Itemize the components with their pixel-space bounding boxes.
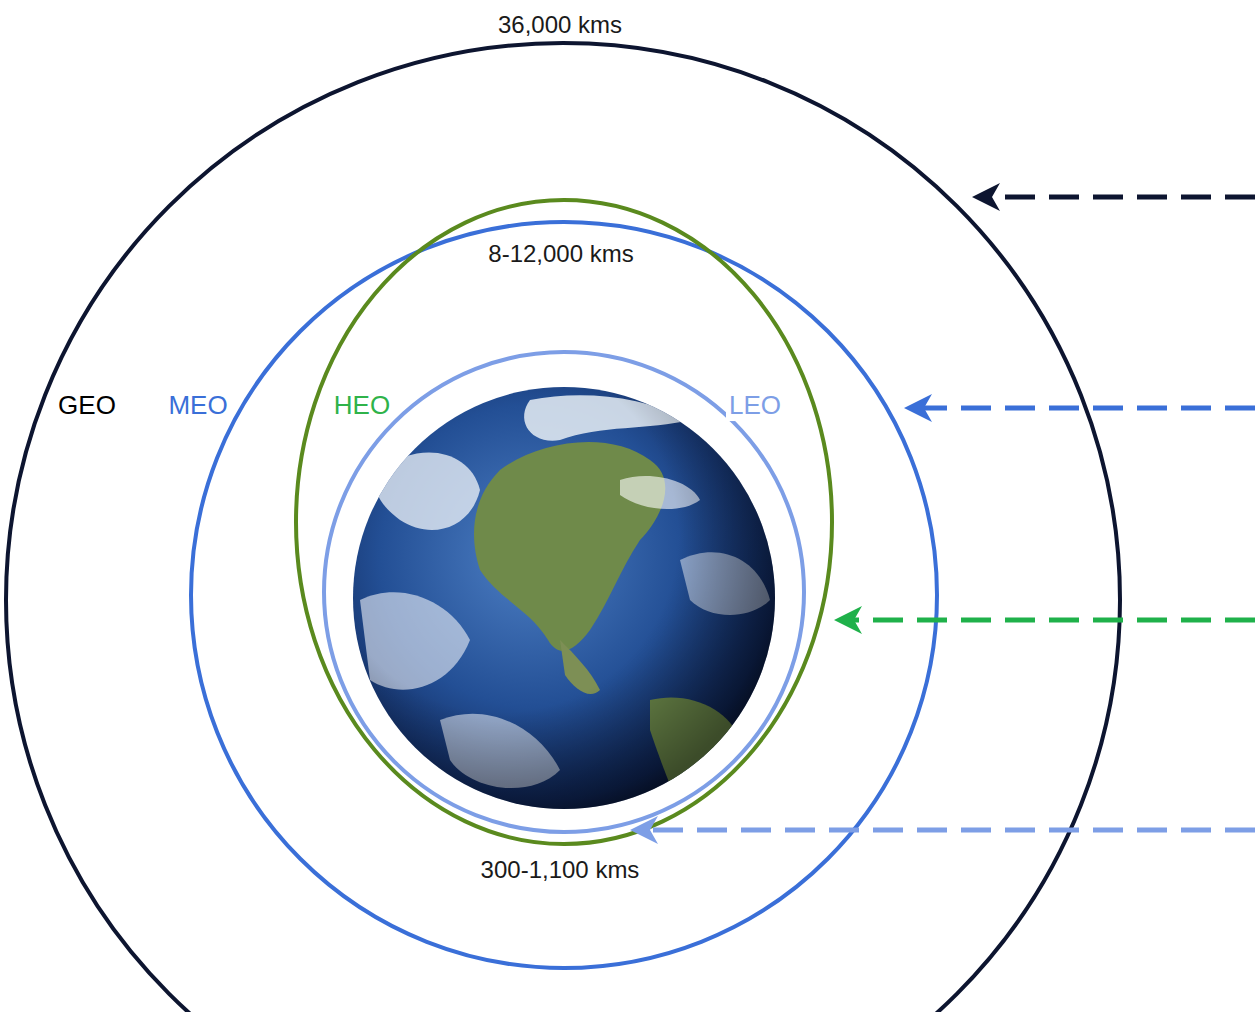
heo-pointer: [852, 618, 1255, 623]
orbit-name: MEO: [165, 391, 230, 421]
leo-orbit: [324, 352, 804, 832]
heo-orbit: [296, 200, 832, 844]
leo-pointer: [648, 828, 1255, 833]
arrowhead: [904, 394, 932, 422]
arrowhead: [972, 183, 1000, 211]
altitude-label: 36,000 kms: [495, 11, 625, 39]
earth-shade: [353, 387, 775, 809]
arrowheads: [630, 183, 1000, 844]
altitude-label: 8-12,000 kms: [485, 240, 636, 268]
pointer-arrows: [648, 197, 1255, 830]
orbit-name: LEO: [726, 391, 784, 421]
altitude-label: 300-1,100 kms: [478, 856, 643, 884]
earth-ocean: [353, 387, 775, 809]
orbit-name: GEO: [55, 391, 119, 421]
arrowhead: [834, 606, 862, 634]
meo-pointer: [922, 406, 1255, 411]
geo-orbit: [6, 43, 1120, 1012]
arrowhead: [630, 816, 658, 844]
orbit-name: HEO: [331, 391, 393, 421]
earth-globe: [353, 387, 775, 830]
geo-pointer: [990, 195, 1255, 200]
